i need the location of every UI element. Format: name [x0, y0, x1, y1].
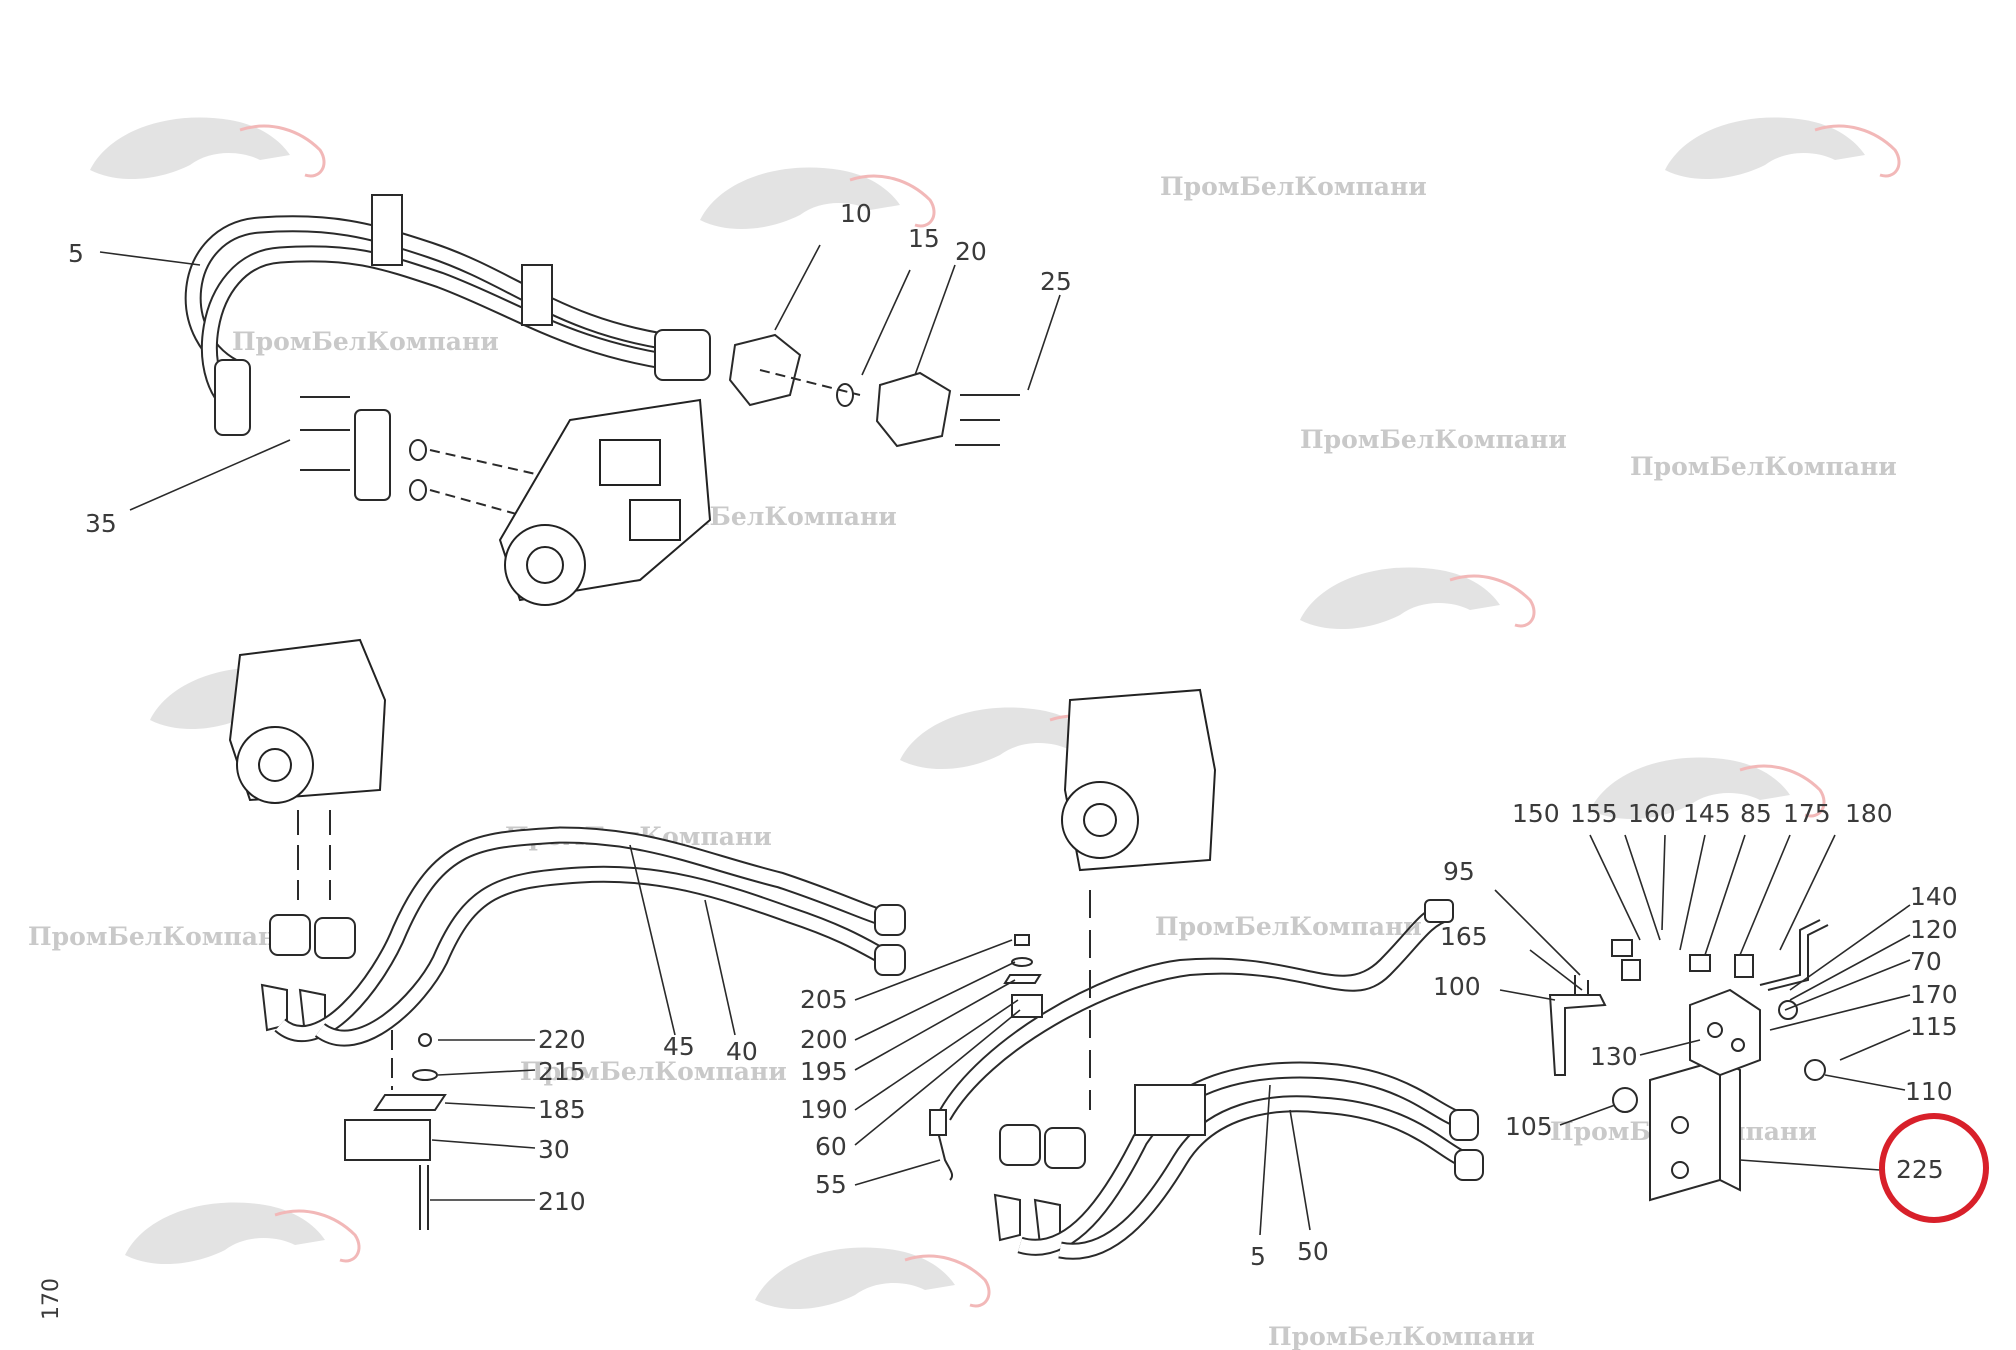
center-hose-assembly — [929, 688, 1484, 1260]
watermark-text: ПромБелКомпани — [1630, 452, 1897, 481]
top-hose-assembly — [184, 194, 1020, 606]
washer — [1011, 957, 1033, 967]
hose-end-fitting — [214, 359, 251, 436]
clamp-block — [1011, 994, 1043, 1018]
flange-half — [269, 914, 311, 956]
callout-label: 45 — [663, 1032, 695, 1061]
highlight-circle — [1879, 1113, 1989, 1223]
watermark-text: ПромБелКомпани — [28, 922, 295, 951]
callout-label: 15 — [908, 224, 940, 253]
valve-body — [1689, 988, 1761, 1077]
hose-end-fitting — [654, 329, 711, 381]
callout-label: 110 — [1905, 1077, 1953, 1106]
watermark-text: ПромБелКомпани — [1300, 425, 1567, 454]
callout-label: 85 — [1740, 799, 1772, 828]
flange-half — [314, 917, 356, 959]
hose-end-fitting — [874, 944, 906, 976]
hose-end-fitting — [874, 904, 906, 936]
flange-half — [999, 1124, 1041, 1166]
mounting-bracket — [1548, 994, 1607, 1076]
clamp-plate — [373, 1094, 447, 1111]
callout-label: 40 — [726, 1037, 758, 1066]
flange-half — [875, 371, 952, 448]
callout-label: 70 — [1910, 947, 1942, 976]
callout-label: 5 — [68, 239, 84, 268]
plug — [1778, 1000, 1798, 1020]
flange-half — [1044, 1127, 1086, 1169]
callout-label: 205 — [800, 985, 848, 1014]
o-ring — [836, 383, 854, 407]
callout-label: 155 — [1570, 799, 1618, 828]
hose-end-fitting — [1454, 1149, 1484, 1181]
hydraulic-pump — [498, 398, 712, 606]
callout-label: 140 — [1910, 882, 1958, 911]
hydraulic-pump — [228, 638, 387, 804]
o-ring — [409, 439, 427, 461]
callout-label: 160 — [1628, 799, 1676, 828]
page-number: 170 — [39, 1278, 64, 1320]
watermark-text: ПромБелКомпани — [1160, 172, 1427, 201]
callout-label: 95 — [1443, 857, 1475, 886]
callout-label: 100 — [1433, 972, 1481, 1001]
watermark-text: ПромБелКомпани — [232, 327, 499, 356]
callout-label: 105 — [1505, 1112, 1553, 1141]
callout-label: 225 — [1896, 1155, 1944, 1184]
callout-label: 165 — [1440, 922, 1488, 951]
hose-clamp — [1134, 1084, 1206, 1136]
flange-half — [354, 409, 391, 501]
callout-label: 145 — [1683, 799, 1731, 828]
watermark-text: ПромБелКомпани — [520, 1057, 787, 1086]
callout-label: 60 — [815, 1132, 847, 1161]
pipe-fitting — [929, 1109, 947, 1136]
hose-clamp — [371, 194, 403, 266]
callout-label: 185 — [538, 1095, 586, 1124]
callout-label: 50 — [1297, 1237, 1329, 1266]
callout-label: 115 — [1910, 1012, 1958, 1041]
callout-label: 120 — [1910, 915, 1958, 944]
hydraulic-pump — [1061, 688, 1217, 872]
hose-clamp — [521, 264, 553, 326]
nut — [418, 1033, 432, 1047]
callout-label: 195 — [800, 1057, 848, 1086]
callout-label: 175 — [1783, 799, 1831, 828]
watermark-text: ПромБелКомпани — [1268, 1322, 1535, 1350]
callout-label: 10 — [840, 199, 872, 228]
bolt-head — [1014, 934, 1030, 946]
fitting — [1611, 939, 1633, 957]
o-ring — [409, 479, 427, 501]
elbow-fitting — [1424, 899, 1454, 923]
callout-label: 150 — [1512, 799, 1560, 828]
flange-half — [728, 333, 802, 407]
callout-label: 5 — [1250, 1242, 1266, 1271]
plug — [1804, 1059, 1826, 1081]
fitting — [1621, 959, 1641, 981]
fitting — [1734, 954, 1754, 978]
left-hose-assembly — [228, 638, 906, 1230]
callout-label: 35 — [85, 509, 117, 538]
callout-label: 170 — [1910, 980, 1958, 1009]
callout-label: 130 — [1590, 1042, 1638, 1071]
callout-label: 20 — [955, 237, 987, 266]
callout-label: 215 — [538, 1057, 586, 1086]
callout-numbers: 5 10 15 20 25 35 150 155 160 145 85 175 … — [68, 199, 1958, 1271]
callout-label: 200 — [800, 1025, 848, 1054]
elbow-fitting — [993, 1193, 1021, 1242]
callout-label: 220 — [538, 1025, 586, 1054]
leader-lines — [99, 244, 1911, 1236]
fitting — [1689, 954, 1711, 972]
clamp-block — [344, 1119, 431, 1161]
hose-end-fitting — [1449, 1109, 1479, 1141]
callout-label: 30 — [538, 1135, 570, 1164]
callout-label: 55 — [815, 1170, 847, 1199]
callout-label: 25 — [1040, 267, 1072, 296]
callout-label: 180 — [1845, 799, 1893, 828]
washer — [412, 1069, 438, 1081]
callout-label: 210 — [538, 1187, 586, 1216]
callout-label: 190 — [800, 1095, 848, 1124]
plug — [1612, 1087, 1638, 1113]
watermark-text: ПромБелКомпани — [1155, 912, 1422, 941]
